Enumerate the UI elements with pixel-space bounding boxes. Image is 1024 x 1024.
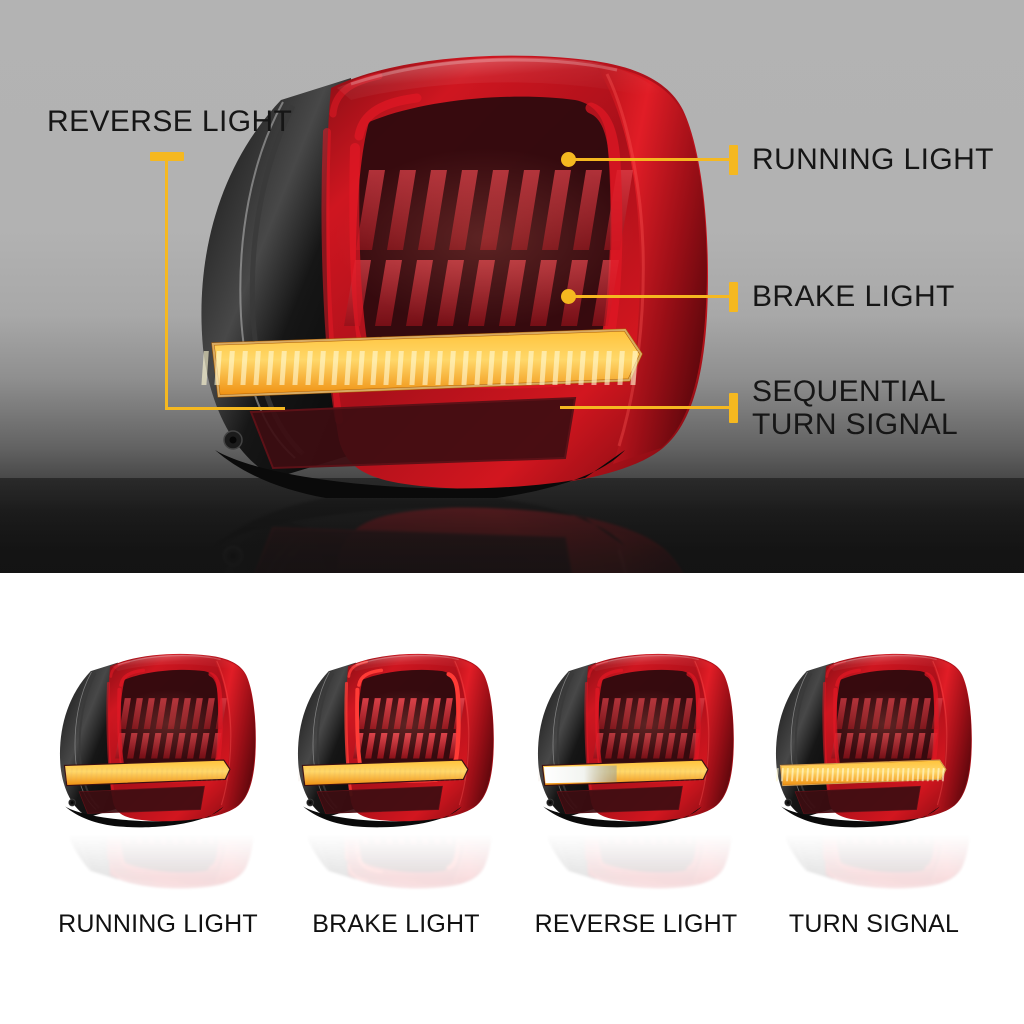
callout-label-brake-light: BRAKE LIGHT bbox=[752, 280, 955, 313]
callout-label-running-light: RUNNING LIGHT bbox=[752, 143, 994, 176]
main-taillight-product bbox=[155, 48, 755, 504]
variant-running-light: RUNNING LIGHT bbox=[42, 638, 274, 938]
variant-caption-turn-signal: TURN SIGNAL bbox=[788, 910, 960, 938]
variant-image-turn-signal bbox=[758, 638, 990, 889]
callout-label-turn-signal: SEQUENTIAL TURN SIGNAL bbox=[752, 375, 959, 441]
variant-image-reverse-light bbox=[520, 638, 752, 889]
callout-vertical-line-reverse-light bbox=[165, 158, 168, 410]
callout-horizontal-line-reverse-light bbox=[165, 407, 285, 410]
variant-caption-brake-light: BRAKE LIGHT bbox=[312, 910, 480, 938]
variant-caption-reverse-light: REVERSE LIGHT bbox=[534, 910, 738, 938]
variant-caption-running-light: RUNNING LIGHT bbox=[58, 910, 258, 938]
variant-image-brake-light bbox=[280, 638, 512, 889]
variant-image-running-light bbox=[42, 638, 274, 889]
callout-tick-brake-light bbox=[729, 282, 738, 312]
variant-strip: RUNNING LIGHT bbox=[0, 573, 1024, 1024]
main-taillight-reflection bbox=[155, 492, 755, 573]
callout-line-running-light bbox=[568, 158, 733, 161]
callout-label-reverse-light: REVERSE LIGHT bbox=[47, 105, 293, 138]
callout-tick-turn-signal bbox=[729, 393, 738, 423]
variant-brake-light: BRAKE LIGHT bbox=[280, 638, 512, 938]
hero-section: REVERSE LIGHT RUNNING LIGHT BRAKE LIGHT … bbox=[0, 0, 1024, 573]
callout-tick-reverse-light bbox=[150, 152, 184, 161]
callout-line-turn-signal bbox=[560, 406, 733, 409]
callout-line-brake-light bbox=[568, 295, 733, 298]
callout-tick-running-light bbox=[729, 145, 738, 175]
variant-reverse-light: REVERSE LIGHT bbox=[520, 638, 752, 938]
variant-turn-signal: TURN SIGNAL bbox=[758, 638, 990, 938]
